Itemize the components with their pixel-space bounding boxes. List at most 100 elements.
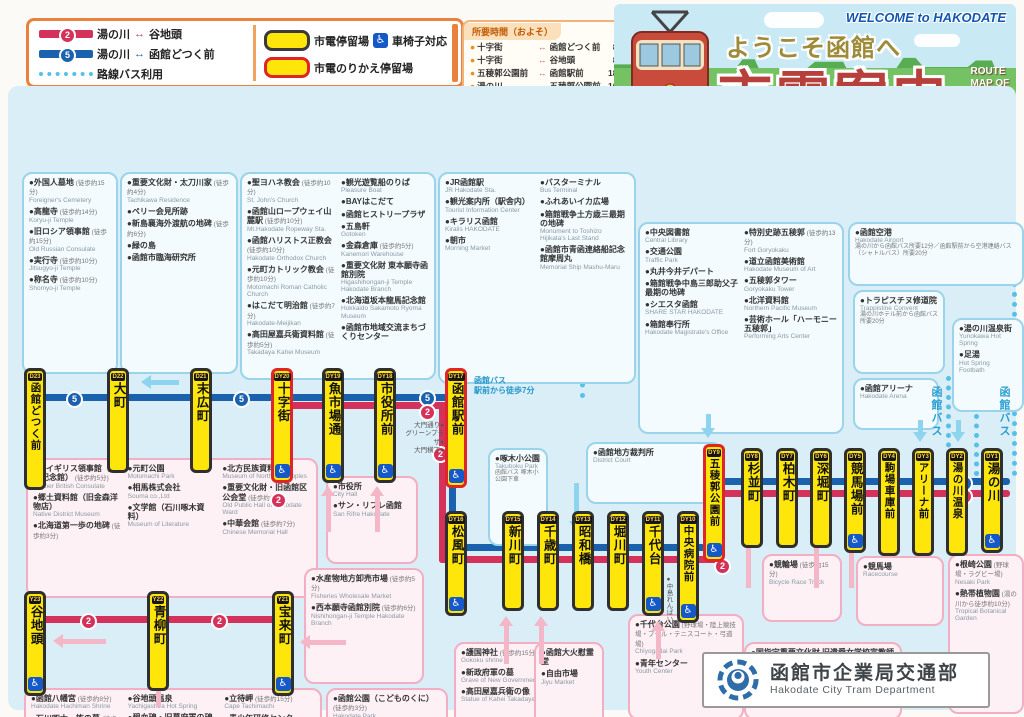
landmark-item: ●高田屋嘉兵衛資料館 (徒歩約5分)Takadaya Kahei Museum — [247, 330, 335, 356]
landmark-name-jp: ●足湯 — [959, 350, 980, 360]
wheelchair-icon: ♿ — [448, 597, 464, 611]
landmark-name-en: Tourist Information Center — [445, 206, 520, 214]
landmark-item: ●新島襄海外渡航の地碑 (徒歩約6分) — [127, 219, 231, 238]
map-note: 函館バス駅前から徒歩7分 — [474, 376, 544, 397]
landmark-walk-time: (徒歩約6分) — [379, 605, 416, 613]
wheelchair-icon: ♿ — [27, 677, 43, 691]
wheelchair-icon: ♿ — [325, 464, 341, 478]
wheelchair-icon: ♿ — [377, 464, 393, 478]
landmark-name-jp: ●観光遊覧船のりば — [341, 178, 410, 187]
landmark-name-en: Shomyo-ji Temple — [29, 284, 81, 292]
landmark-item: ●熱帯植物園 (湯の川から徒歩約10分)Tropical Botanical G… — [955, 589, 1017, 622]
stop-name: 深堀町 — [814, 462, 829, 503]
landmark-item: ●護国神社 (徒歩約15分)Gokoku shrine — [461, 648, 563, 665]
landmark-walk-time: (徒歩約14分) — [57, 209, 98, 217]
landmark-item: ●競輪場 (徒歩約15分)Bicycle Race Track — [769, 560, 835, 586]
landmark-name-jp: ●五島軒 — [341, 221, 370, 231]
connector-arrow-head — [651, 621, 665, 631]
landmark-note: 湯の川から函館バス所要12分／函館駅前から空港連絡バス（シャトルバス）所要20分 — [855, 244, 1012, 257]
landmark-item: ●高龍寺 (徒歩約14分)Koryu-ji Temple — [29, 207, 111, 224]
route-legend: 2 湯の川 ↔ 谷地頭 5 湯の川 ↔ 函館どつく前 路線バス利用 — [29, 21, 253, 85]
landmark-item: ●旧ロシア領事館 (徒歩約15分)Old Russian Consulate — [29, 227, 111, 253]
stop-number-badge: Y21 — [276, 596, 290, 604]
landmark-item: ●函館ハリストス正教会 (徒歩約10分)Hakodate Orthodox Ch… — [247, 236, 335, 262]
landmark-item: ●青少年研修センター「ふるる函館」Hakodate Youth Training… — [224, 714, 315, 717]
landmark-name-en: Yunokawa Hot Spring — [959, 333, 1001, 348]
landmark-item: ●立待岬 (徒歩約15分)Cape Tachimachi — [224, 694, 315, 711]
travel-times-box: 所要時間（およそ） ●十字街↔函館どつく前8分●十字街↔谷地頭8分●五稜郭公園前… — [462, 20, 634, 94]
landmark-name-jp: ●元町カトリック教会 (徒歩約10分) — [247, 264, 335, 284]
landmark-note: 湯の川ホテル前から函館バス所要20分 — [860, 312, 939, 325]
landmark-walk-time: (徒歩約10分) — [57, 277, 98, 285]
stop-name: 函館どつく前 — [29, 382, 42, 451]
landmark-name-en: City Hall — [333, 491, 358, 499]
landmark-name-jp: ●丸井今井デパート — [645, 266, 714, 276]
legend-route-2: 2 湯の川 ↔ 谷地頭 — [39, 26, 247, 44]
landmark-name-jp: ●函館大火慰霊堂 — [541, 648, 594, 667]
landmark-name-en: Central Library — [645, 237, 688, 245]
landmark-name-jp: ●北海道坂本龍馬記念館 — [341, 296, 426, 306]
landmark-item: ●旧イギリス領事館（開港記念館） (徒歩約5分)Former British C… — [33, 464, 122, 490]
connector-arrow — [918, 420, 923, 434]
map-note-line: 大門横丁● — [414, 447, 444, 455]
landmark-name-jp: ●外国人墓地 (徒歩約15分) — [29, 178, 105, 197]
connector-arrow-head — [913, 432, 927, 442]
landmark-name-jp: ●自由市場 — [541, 669, 578, 679]
landmark-name-en: Traffic Park — [645, 256, 678, 264]
route-number-badge: 2 — [80, 613, 97, 630]
stop-name: 堀川町 — [611, 525, 626, 566]
stop-number-badge: DY17 — [447, 373, 465, 381]
landmark-name-jp: ●箱館戦争土方歳三最期の地碑 — [540, 209, 625, 228]
stop-number-badge: DY20 — [273, 373, 291, 381]
route-2-from: 湯の川 — [97, 29, 130, 41]
landmark-name-jp: ●芸術ホール「ハーモニー五稜郭」 — [744, 315, 837, 334]
stop-name: 杉並町 — [745, 462, 760, 503]
landmark-name-jp: ●交通公園 — [645, 247, 682, 257]
landmark-walk-time: (徒歩約7分) — [247, 303, 335, 320]
landmark-name-en: Hakodate Hachiman Shrine — [31, 703, 111, 711]
map-note-line: ●中島れんばい — [665, 576, 672, 622]
landmark-item: ●称名寺 (徒歩約10分)Shomyo-ji Temple — [29, 275, 111, 292]
legend-bus: 路線バス利用 — [39, 66, 247, 82]
landmark-name-jp: ●函館公園（こどものくに） (徒歩約3分) — [333, 694, 434, 713]
stop-number-badge: DY9 — [707, 449, 721, 457]
landmark-item: ●はこだて明治館 (徒歩約7分)Hakodate-Meijikan — [247, 301, 335, 327]
subtitle-line: ROUTE — [970, 66, 1006, 77]
landmark-name-jp: ●函館アリーナ — [860, 384, 913, 393]
map-note-line: 大門通り● — [414, 422, 444, 429]
landmark-walk-time: (徒歩約6分) — [127, 221, 229, 238]
landmark-box: ●旧イギリス領事館（開港記念館） (徒歩約5分)Former British C… — [26, 458, 318, 598]
landmark-name-jp: ●道立函館美術館 — [744, 257, 805, 267]
transfer-stop-label: 市電のりかえ停留場 — [314, 62, 413, 75]
wheelchair-icon: ♿ — [847, 534, 863, 548]
landmark-name-jp: ●函館市青函連絡船記念館摩周丸 — [540, 245, 625, 264]
landmark-name-jp: ●谷地頭温泉 — [127, 694, 173, 703]
landmark-name-jp: ●中華会館 (徒歩約7分) — [222, 519, 295, 529]
landmark-name-jp: ●観光案内所（駅舎内） — [445, 197, 530, 207]
landmark-item: ●函館大火慰霊堂 — [541, 648, 597, 666]
stop-name: 宝来町 — [276, 605, 291, 646]
stop-number-badge: DY18 — [376, 373, 394, 381]
landmark-name-en: Motomachi Roman Catholic Church — [247, 283, 327, 299]
stop-name: 十字街 — [275, 382, 290, 423]
landmark-item: ●実行寺 (徒歩約10分)Jitsugyo-ji Temple — [29, 256, 111, 273]
landmark-name-jp: ●函館市地域交流まちづくりセンター — [341, 322, 426, 341]
stop-number-badge: DY15 — [504, 516, 522, 524]
landmark-name-en: Takadaya Kahei Museum — [247, 349, 320, 357]
landmark-name-en: Hakodate Magistrate's Office — [645, 328, 729, 336]
stop-number-badge: D21 — [194, 373, 208, 381]
landmark-name-en: Hot Spring Footbath — [959, 359, 990, 374]
